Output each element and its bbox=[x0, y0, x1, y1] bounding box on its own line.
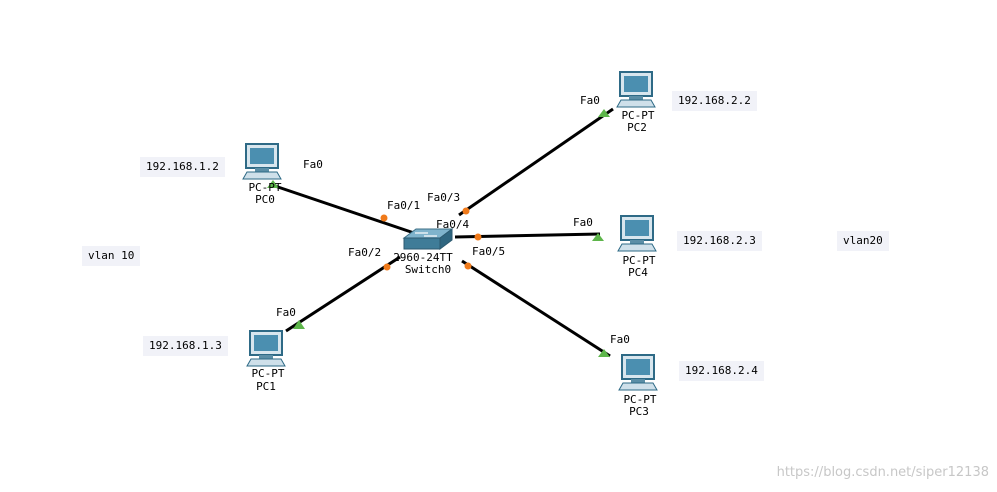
link-pc3-switch[interactable] bbox=[461, 259, 611, 358]
pc0-computer-icon[interactable] bbox=[242, 143, 282, 180]
pc3-port-label: Fa0 bbox=[610, 333, 630, 346]
pc3-name-label: PC3 bbox=[629, 405, 649, 418]
pc4-link-indicator bbox=[592, 233, 604, 241]
switch-port-fa0-1-label: Fa0/1 bbox=[387, 199, 421, 212]
switch-port-fa0-5-label: Fa0/5 bbox=[472, 245, 506, 258]
pc0-link-indicator bbox=[267, 180, 279, 188]
pc1-computer-icon[interactable] bbox=[246, 330, 286, 367]
pc2-link-indicator bbox=[598, 109, 610, 117]
pc4-name-label: PC4 bbox=[628, 266, 648, 279]
pc3-type-label: PC-PT bbox=[623, 393, 657, 406]
pc3-ip-note[interactable]: 192.168.2.4 bbox=[679, 361, 764, 381]
pc1-ip-note[interactable]: 192.168.1.3 bbox=[143, 336, 228, 356]
pc1-link-indicator bbox=[293, 320, 305, 329]
watermark-text: https://blog.csdn.net/siper12138 bbox=[776, 465, 989, 480]
switch-port-fa0-1-indicator bbox=[380, 214, 388, 222]
link-pc0-switch[interactable] bbox=[271, 183, 421, 237]
switch-model-label: 2960-24TT bbox=[393, 251, 453, 264]
switch-port-fa0-4-indicator bbox=[474, 233, 482, 241]
pc2-type-label: PC-PT bbox=[621, 109, 655, 122]
pc0-port-label: Fa0 bbox=[303, 158, 323, 171]
switch-port-fa0-3-indicator bbox=[462, 207, 470, 215]
pc4-ip-note[interactable]: 192.168.2.3 bbox=[677, 231, 762, 251]
pc4-computer-icon[interactable] bbox=[617, 215, 657, 252]
vlan-left-note[interactable]: vlan 10 bbox=[82, 246, 141, 266]
pc2-name-label: PC2 bbox=[627, 121, 647, 134]
link-pc2-switch[interactable] bbox=[458, 107, 614, 217]
pc4-port-label: Fa0 bbox=[573, 216, 593, 229]
switch-port-fa0-5-indicator bbox=[464, 262, 472, 270]
switch-icon[interactable] bbox=[402, 228, 454, 250]
pc4-type-label: PC-PT bbox=[622, 254, 656, 267]
pc1-port-label: Fa0 bbox=[276, 306, 296, 319]
pc3-link-indicator bbox=[598, 349, 610, 357]
link-pc1-switch[interactable] bbox=[285, 255, 401, 333]
pc0-name-label: PC0 bbox=[255, 193, 275, 206]
switch-port-fa0-2-indicator bbox=[383, 263, 391, 271]
pc2-port-label: Fa0 bbox=[580, 94, 600, 107]
pc3-computer-icon[interactable] bbox=[618, 354, 658, 391]
pc2-ip-note[interactable]: 192.168.2.2 bbox=[672, 91, 757, 111]
pc1-type-label: PC-PT bbox=[251, 367, 285, 380]
pc0-type-label: PC-PT bbox=[248, 181, 282, 194]
pc0-ip-note[interactable]: 192.168.1.2 bbox=[140, 157, 225, 177]
switch-port-fa0-3-label: Fa0/3 bbox=[427, 191, 461, 204]
pc2-computer-icon[interactable] bbox=[616, 71, 656, 108]
switch-port-fa0-4-label: Fa0/4 bbox=[436, 218, 470, 231]
switch-name-label: Switch0 bbox=[404, 263, 452, 276]
pc1-name-label: PC1 bbox=[256, 380, 276, 393]
switch-port-fa0-2-label: Fa0/2 bbox=[348, 246, 382, 259]
vlan-right-note[interactable]: vlan20 bbox=[837, 231, 889, 251]
